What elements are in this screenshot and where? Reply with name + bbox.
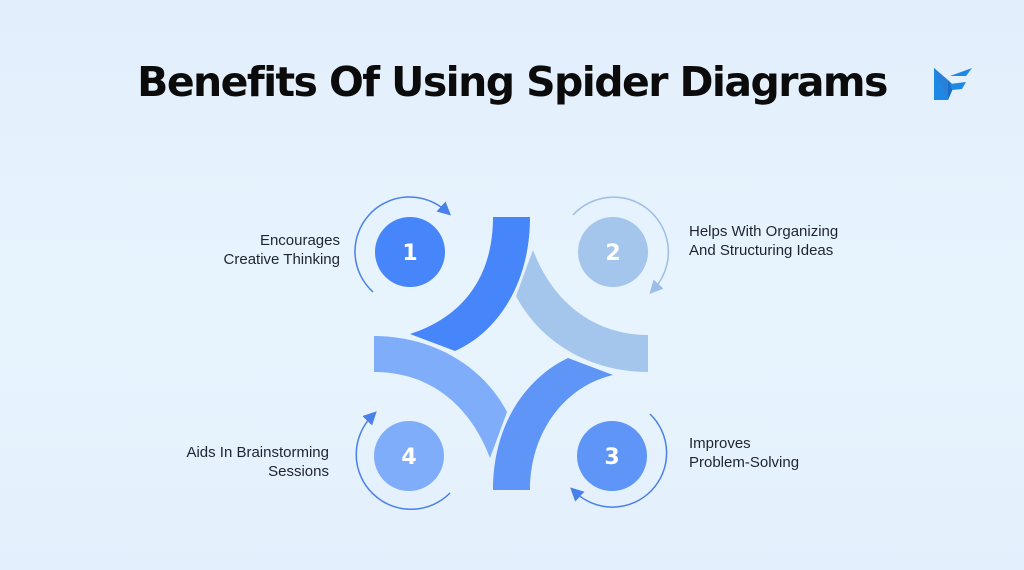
cycle-arrow-4-icon [355, 411, 451, 511]
step-1-badge: 1 [375, 217, 445, 287]
step-1-label: Encourages Creative Thinking [223, 232, 340, 268]
arc-segment-3 [493, 358, 613, 490]
step-4-badge: 4 [374, 421, 444, 491]
page-title: Benefits Of Using Spider Diagrams [137, 58, 888, 106]
cycle-arrow-3-icon [570, 413, 668, 508]
arc-segment-4 [374, 336, 507, 458]
arc-segment-2 [516, 250, 648, 372]
cycle-arrow-1-icon [354, 196, 452, 293]
svg-text:4: 4 [401, 445, 416, 470]
svg-text:3: 3 [604, 445, 619, 470]
svg-text:2: 2 [605, 241, 620, 266]
step-2-badge: 2 [578, 217, 648, 287]
step-2-label: Helps With Organizing And Structuring Id… [689, 223, 839, 259]
cycle-arrow-2-icon [572, 196, 670, 294]
arc-segment-1 [410, 217, 530, 351]
step-4-label: Aids In Brainstorming Sessions [186, 444, 329, 480]
step-3-label: Improves Problem-Solving [689, 435, 800, 471]
step-3-badge: 3 [577, 421, 647, 491]
svg-text:1: 1 [402, 241, 417, 266]
mf-brand-logo-icon [934, 68, 972, 100]
